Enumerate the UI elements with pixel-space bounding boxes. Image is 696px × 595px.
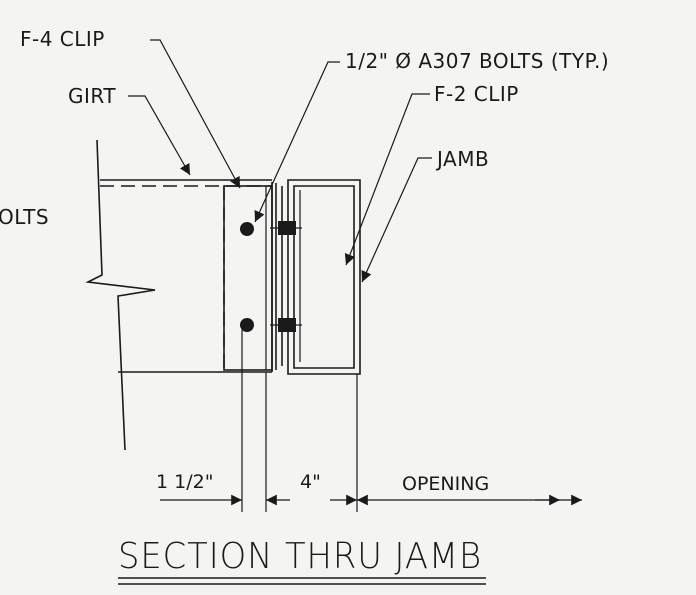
bolts (240, 221, 302, 332)
f4-clip-leader (150, 39, 241, 189)
f4-clip (223, 182, 273, 372)
leader-lines (128, 39, 432, 283)
f2-clip (275, 183, 283, 370)
opening-label: OPENING (402, 473, 489, 495)
jamb-channel (287, 179, 361, 375)
jamb-leader (361, 157, 432, 283)
bolts-spec-label: 1/2" Ø A307 BOLTS (TYP.) (345, 49, 609, 73)
break-line (85, 139, 156, 451)
bolt-top (240, 222, 254, 236)
bolt-bottom (240, 318, 254, 332)
drawing-title: SECTION THRU JAMB (118, 536, 482, 577)
dim-1-label: 1 1/2" (156, 471, 213, 493)
bolts-left-label: OLTS (0, 205, 49, 229)
dim-2-label: 4" (300, 471, 321, 493)
bolts-leader (254, 61, 340, 223)
f2-clip-label: F-2 CLIP (434, 82, 519, 106)
extension-lines (241, 330, 358, 512)
girt-member (85, 139, 272, 451)
girt-leader (128, 95, 191, 176)
jamb-label: JAMB (435, 147, 489, 171)
f2-clip-leader (344, 93, 430, 266)
f4-clip-label: F-4 CLIP (20, 27, 105, 51)
girt-label: GIRT (68, 84, 116, 108)
